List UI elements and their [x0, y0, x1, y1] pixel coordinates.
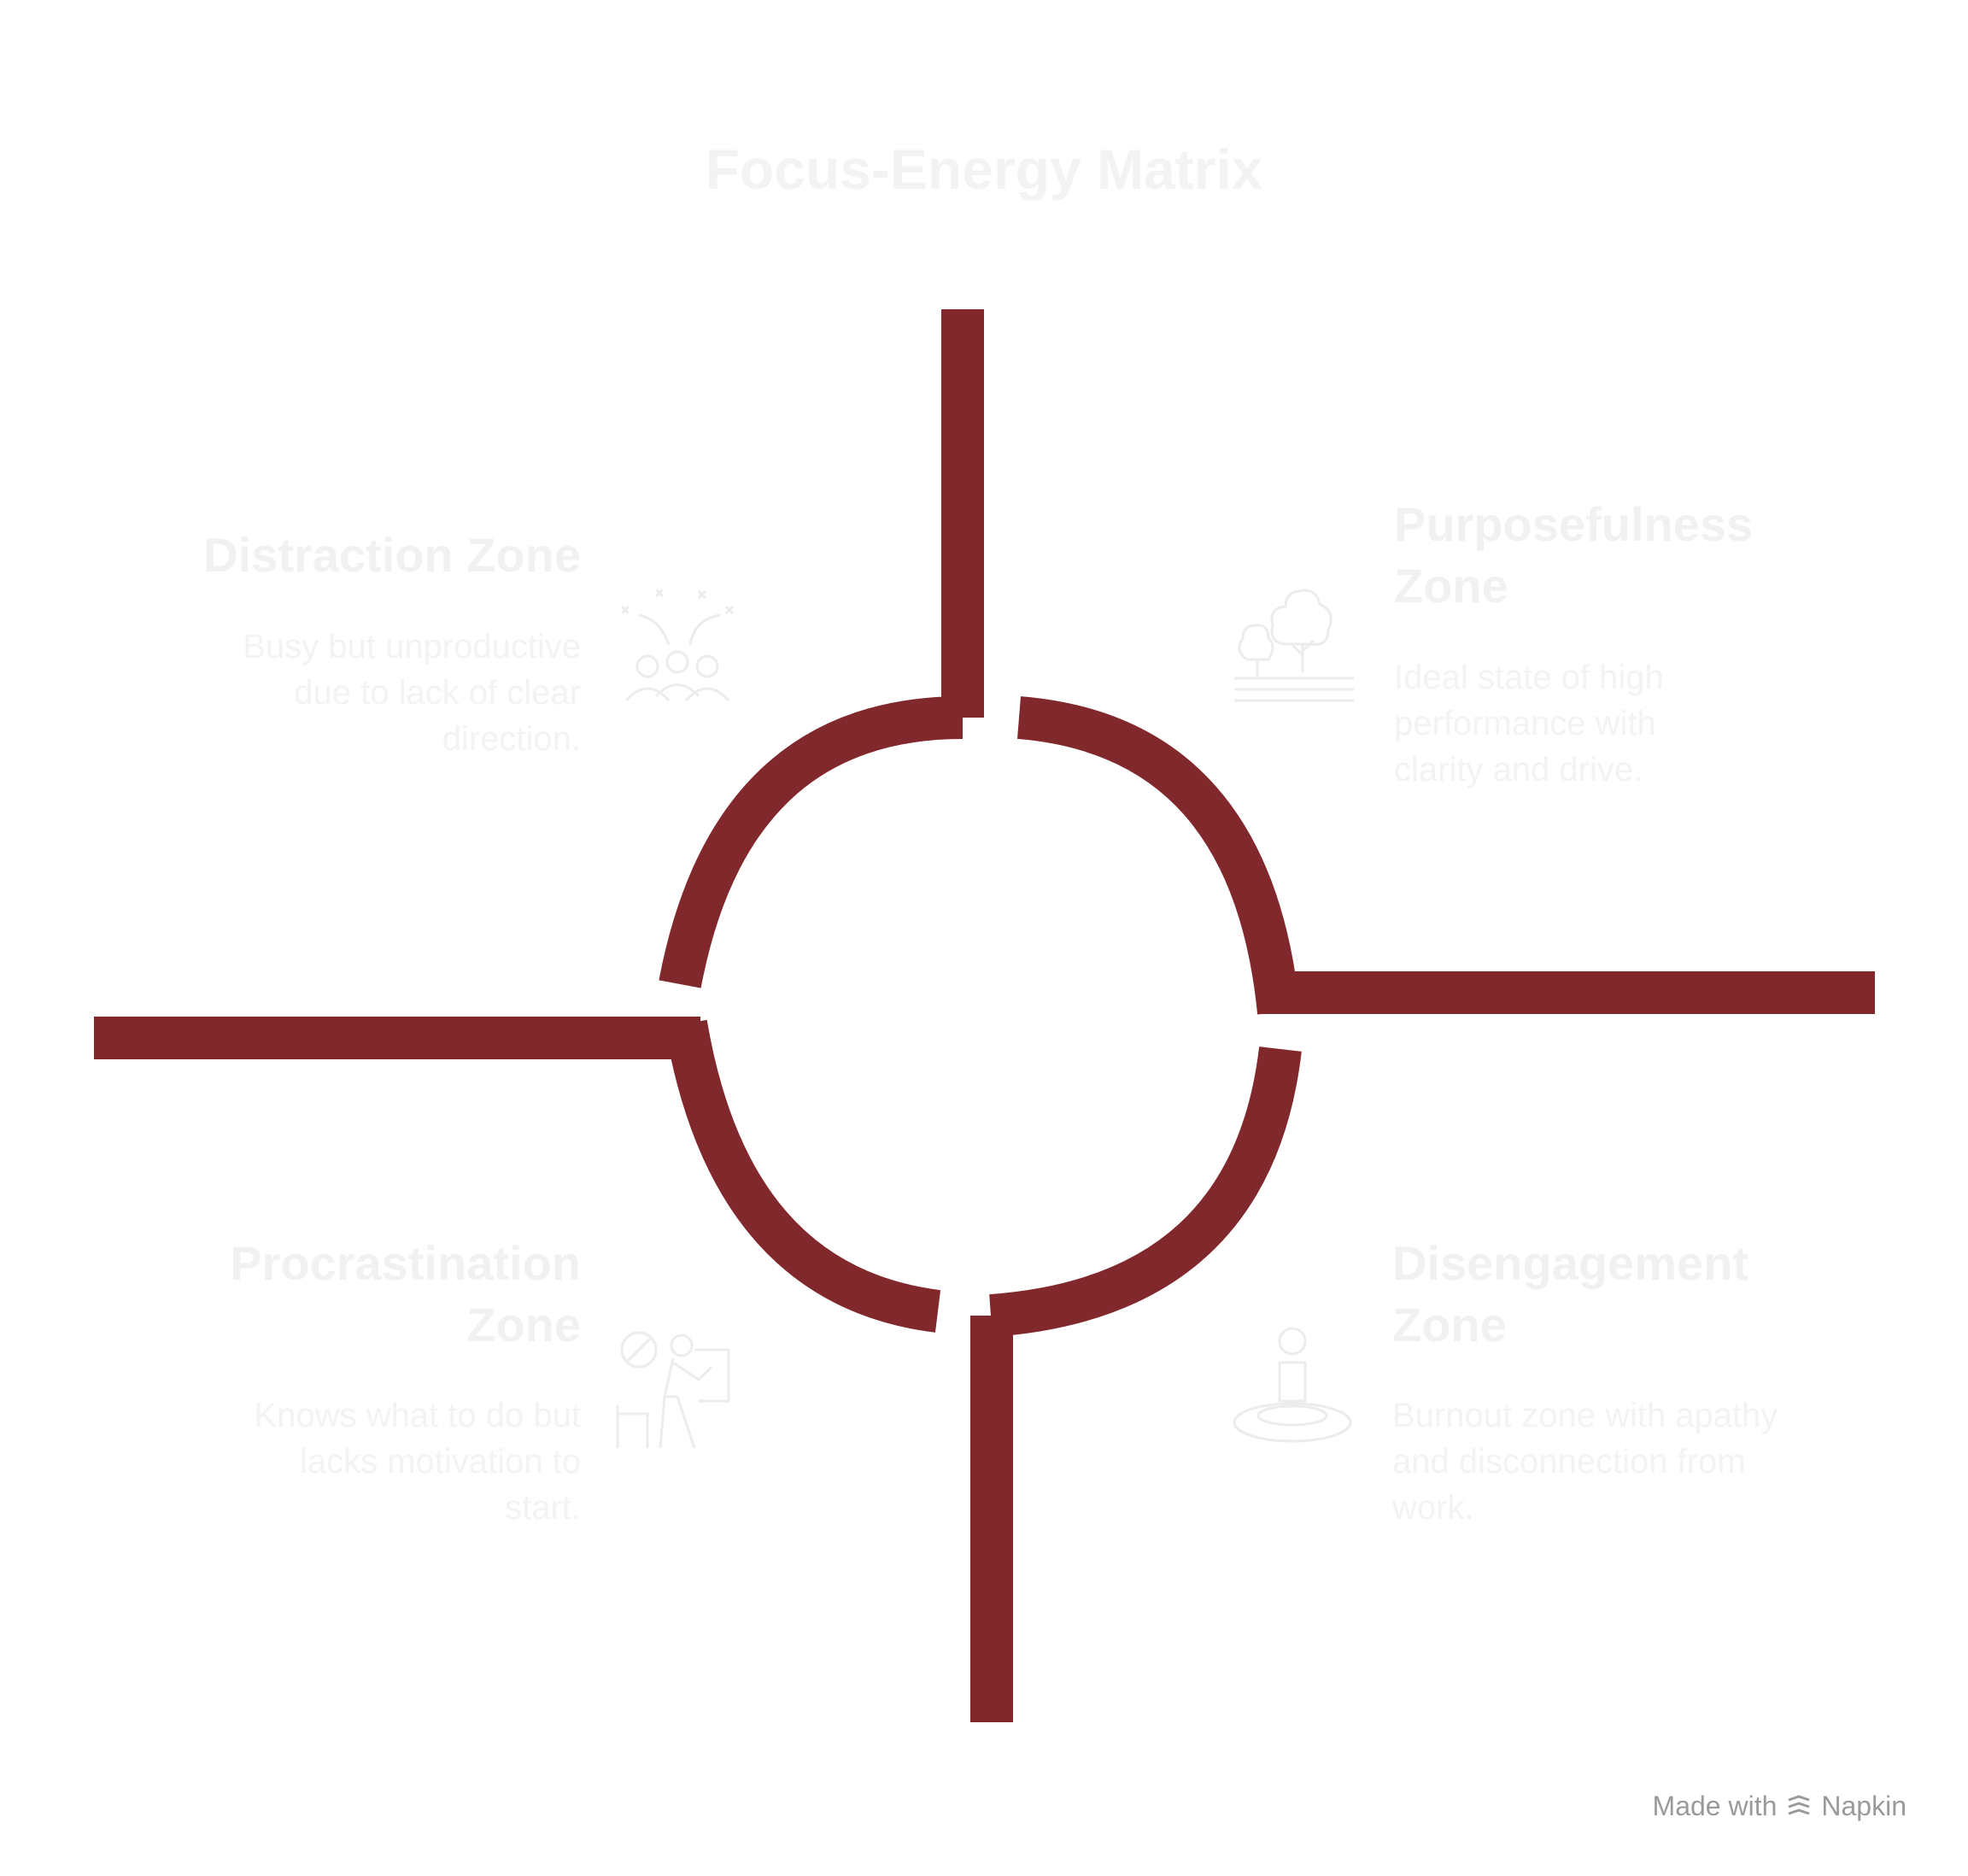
napkin-logo-icon — [1785, 1793, 1813, 1820]
purposefulness-desc-line-1: Ideal state of high — [1394, 659, 1664, 696]
disengagement-title-line-1: Disengagement — [1392, 1236, 1748, 1290]
diagram-title: Focus-Energy Matrix — [705, 138, 1263, 201]
distraction-zone-title: Distraction Zone — [154, 525, 581, 586]
procrastination-title-line-2: Zone — [466, 1298, 581, 1351]
procrastination-zone-title: Procrastination Zone — [154, 1233, 581, 1356]
distraction-desc-line-1: Busy but unproductive — [243, 628, 581, 665]
distraction-zone-title-line: Distraction Zone — [203, 528, 581, 582]
frame-arc-top-right — [1016, 696, 1300, 1015]
disengagement-title-line-2: Zone — [1392, 1298, 1507, 1351]
made-with-napkin-footer: Made with Napkin — [1653, 1791, 1906, 1822]
procrastination-title-line-1: Procrastination — [230, 1236, 581, 1290]
distraction-desc-line-2: due to lack of clear — [294, 674, 581, 712]
distraction-zone-description: Busy but unproductive due to lack of cle… — [154, 624, 581, 762]
disengagement-desc-line-1: Burnout zone with apathy — [1392, 1397, 1778, 1434]
person-in-hole-icon — [1228, 1320, 1356, 1448]
trees-landscape-icon — [1230, 583, 1358, 711]
person-blocked-icon — [613, 1328, 741, 1457]
disengagement-zone-title: Disengagement Zone — [1392, 1233, 1836, 1356]
purposefulness-zone-title: Purposefulness Zone — [1394, 494, 1838, 617]
made-with-label: Made with — [1652, 1791, 1778, 1821]
procrastination-desc-line-3: start. — [505, 1489, 581, 1527]
purposefulness-title-line-2: Zone — [1394, 559, 1508, 613]
disengagement-desc-line-2: and disconnection from — [1392, 1443, 1746, 1480]
frame-arc-bottom-left — [665, 1019, 941, 1333]
procrastination-desc-line-1: Knows what to do but — [254, 1397, 581, 1434]
crowd-confusion-icon — [613, 581, 741, 709]
purposefulness-desc-line-3: clarity and drive. — [1394, 751, 1643, 789]
purposefulness-desc-line-2: performance with — [1394, 705, 1656, 742]
disengagement-desc-line-3: work. — [1392, 1489, 1474, 1527]
procrastination-zone-description: Knows what to do but lacks motivation to… — [154, 1392, 581, 1531]
purposefulness-title-line-1: Purposefulness — [1394, 497, 1754, 551]
frame-arc-bottom-right — [989, 1046, 1302, 1337]
purposefulness-zone-description: Ideal state of high performance with cla… — [1394, 654, 1838, 793]
procrastination-desc-line-2: lacks motivation to — [299, 1443, 581, 1480]
frame-arc-top-left — [659, 696, 964, 988]
disengagement-zone-description: Burnout zone with apathy and disconnecti… — [1392, 1392, 1871, 1531]
distraction-desc-line-3: direction. — [442, 720, 581, 758]
napkin-brand-label: Napkin — [1821, 1791, 1906, 1821]
